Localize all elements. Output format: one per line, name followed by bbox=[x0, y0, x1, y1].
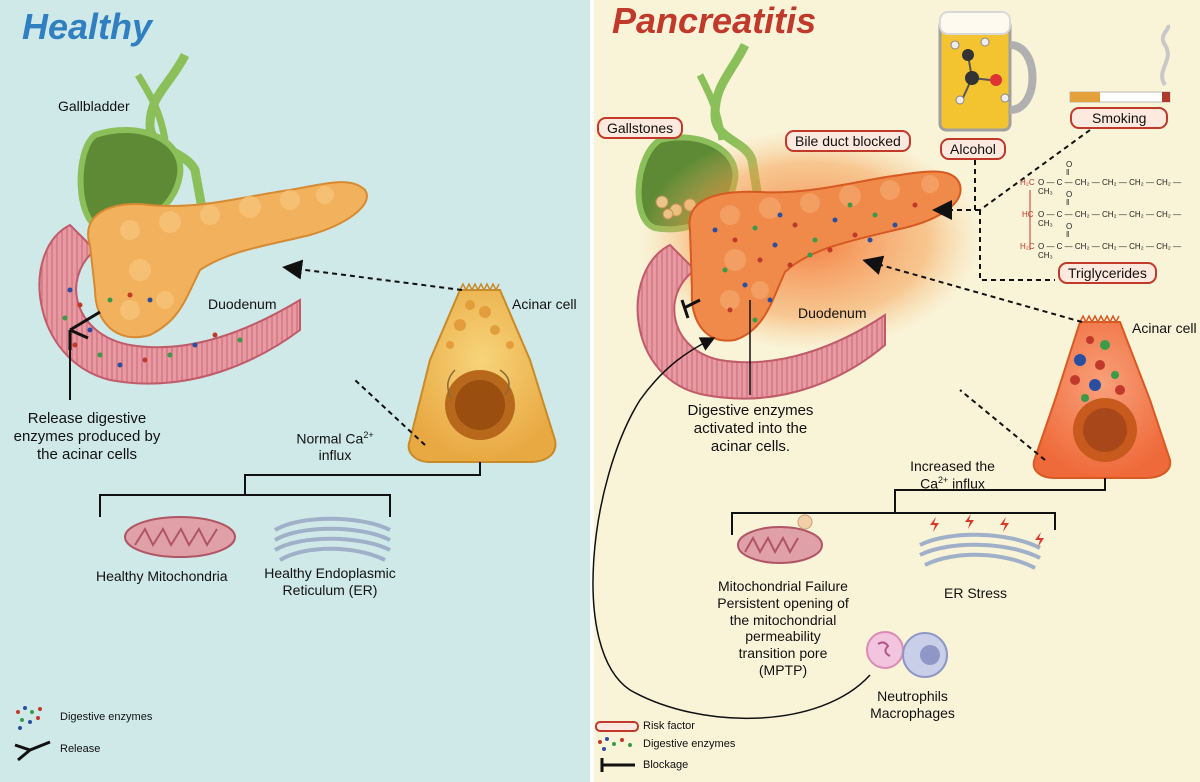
damaged-mitochondria bbox=[737, 514, 823, 564]
stressed-er bbox=[919, 514, 1044, 570]
healthy-acinar-cell-label: Acinar cell bbox=[512, 296, 577, 312]
tg-dbl-2: O bbox=[1066, 190, 1073, 199]
immune-line-1: Neutrophils bbox=[877, 688, 948, 704]
disease-duodenum bbox=[636, 243, 886, 400]
healthy-er-line-1: Healthy Endoplasmic bbox=[264, 565, 396, 581]
smoking-cigarette-illustration bbox=[1069, 24, 1171, 103]
mito-line-6: (MPTP) bbox=[758, 661, 808, 678]
mito-line-2: Persistent opening of bbox=[717, 594, 849, 611]
disease-acinar-cell bbox=[1032, 314, 1172, 479]
tg-row-3: O — C — CH₂ — CH₂ — CH₂ — CH₂ — CH₃ bbox=[1038, 242, 1182, 260]
legend-enzymes-label: Digestive enzymes bbox=[643, 738, 736, 750]
gallbladder-label: Gallbladder bbox=[58, 98, 130, 114]
immune-cells-label: Neutrophils Macrophages bbox=[850, 688, 975, 722]
normal-calcium-influx: influx bbox=[318, 447, 352, 464]
healthy-pancreas bbox=[87, 181, 368, 339]
gallstones-risk-label: Gallstones bbox=[597, 117, 684, 139]
healthy-duodenum-label: Duodenum bbox=[208, 296, 277, 312]
enzymes-line-3: acinar cells. bbox=[710, 438, 791, 455]
healthy-tree-lines bbox=[99, 462, 481, 517]
tg-h2c-2: H₂C bbox=[1020, 242, 1035, 251]
increased-calcium-influx: influx bbox=[948, 475, 985, 492]
increased-calcium-line-1: Increased the bbox=[910, 458, 995, 474]
alcohol-risk-label: Alcohol bbox=[940, 138, 1006, 160]
disease-legend-dots bbox=[598, 737, 632, 751]
healthy-bile-duct bbox=[134, 52, 210, 226]
risk-factor-connectors bbox=[932, 129, 1091, 281]
healthy-legend-release: Release bbox=[60, 743, 101, 755]
release-line-2: enzymes produced by bbox=[13, 428, 161, 445]
healthy-legend-enzymes: Digestive enzymes bbox=[60, 711, 153, 723]
legend-blockage-symbol bbox=[600, 758, 635, 772]
release-line-3: the acinar cells bbox=[36, 446, 138, 463]
tg-dbl-1: O bbox=[1066, 160, 1073, 169]
healthy-acinar-cell bbox=[407, 282, 557, 463]
healthy-cell-to-pancreas-line bbox=[282, 259, 463, 291]
tg-dbl-3b: ‖ bbox=[1066, 230, 1070, 239]
immune-cells bbox=[866, 631, 948, 678]
pancreatitis-title: Pancreatitis bbox=[612, 0, 817, 41]
alcohol-beer-illustration bbox=[938, 11, 1037, 132]
disease-pancreas bbox=[688, 170, 962, 342]
healthy-duodenum bbox=[38, 223, 301, 385]
tg-row-2: O — C — CH₂ — CH₂ — CH₂ — CH₂ — CH₃ bbox=[1038, 210, 1182, 228]
tg-dbl-1b: ‖ bbox=[1066, 168, 1070, 177]
disease-duodenum-label: Duodenum bbox=[798, 305, 867, 321]
smoking-risk-label: Smoking bbox=[1070, 107, 1169, 129]
normal-calcium-label: Normal Ca2+ influx bbox=[290, 430, 380, 464]
mito-line-4: permeability bbox=[745, 628, 821, 645]
tg-hc: HC bbox=[1022, 210, 1034, 219]
tg-row-1: O — C — CH₂ — CH₂ — CH₂ — CH₂ — CH₃ bbox=[1038, 178, 1182, 196]
healthy-cell-to-duct-line bbox=[354, 379, 426, 446]
healthy-mitochondria bbox=[124, 516, 236, 558]
release-line-1: Release digestive bbox=[27, 410, 147, 427]
healthy-er bbox=[273, 516, 391, 562]
healthy-enzyme-dots bbox=[62, 287, 243, 368]
triglyceride-structure: O ‖ H₂C O — C — CH₂ — CH₂ — CH₂ — CH₂ — … bbox=[1020, 160, 1198, 260]
mito-line-1: Mitochondrial Failure bbox=[718, 578, 848, 594]
increased-calcium-label: Increased the Ca2+ influx bbox=[885, 458, 1020, 492]
mito-line-3: the mitochondrial bbox=[729, 611, 837, 628]
healthy-title: Healthy bbox=[22, 6, 153, 47]
enzymes-activated-caption: Digestive enzymes activated into the aci… bbox=[668, 402, 833, 456]
immune-feedback-arrow bbox=[592, 337, 871, 720]
disease-acinar-cell-label: Acinar cell bbox=[1132, 320, 1197, 336]
healthy-er-line-2: Reticulum (ER) bbox=[282, 581, 378, 598]
healthy-release-symbol bbox=[68, 310, 101, 400]
legend-risk-label: Risk factor bbox=[643, 720, 695, 732]
bile-duct-risk-label: Bile duct blocked bbox=[785, 130, 911, 152]
enzymes-line-1: Digestive enzymes bbox=[687, 402, 814, 419]
mito-line-5: transition pore bbox=[738, 645, 828, 662]
immune-line-2: Macrophages bbox=[870, 704, 955, 721]
increased-calcium-ca: Ca bbox=[920, 475, 939, 492]
healthy-legend-release-symbol bbox=[14, 740, 51, 762]
disease-enzyme-dots bbox=[712, 202, 918, 323]
tg-dbl-2b: ‖ bbox=[1066, 198, 1070, 207]
blockage-symbol bbox=[680, 298, 701, 319]
normal-calcium-text: Normal Ca bbox=[296, 430, 364, 447]
healthy-legend-dots bbox=[16, 706, 42, 730]
mitochondrial-failure-caption: Mitochondrial Failure Persistent opening… bbox=[698, 578, 868, 679]
legend-risk-swatch bbox=[595, 721, 639, 732]
release-enzymes-caption: Release digestive enzymes produced by th… bbox=[2, 410, 172, 464]
er-stress-label: ER Stress bbox=[944, 585, 1008, 601]
tg-dbl-3: O bbox=[1066, 222, 1073, 231]
increased-calcium-sup: 2+ bbox=[938, 474, 949, 485]
tg-h2c-1: H₂C bbox=[1020, 178, 1035, 187]
disease-cell-to-pancreas-line bbox=[862, 255, 1083, 323]
triglycerides-risk-label: Triglycerides bbox=[1058, 262, 1157, 284]
healthy-mitochondria-label: Healthy Mitochondria bbox=[96, 568, 228, 584]
normal-calcium-sup: 2+ bbox=[363, 430, 374, 440]
enzymes-line-2: activated into the bbox=[693, 420, 808, 437]
disease-tree-lines bbox=[731, 478, 1106, 535]
healthy-er-label: Healthy Endoplasmic Reticulum (ER) bbox=[250, 565, 410, 599]
panel-divider bbox=[590, 0, 594, 782]
legend-blockage-label: Blockage bbox=[643, 759, 689, 771]
disease-cell-to-duct-line bbox=[959, 389, 1046, 461]
